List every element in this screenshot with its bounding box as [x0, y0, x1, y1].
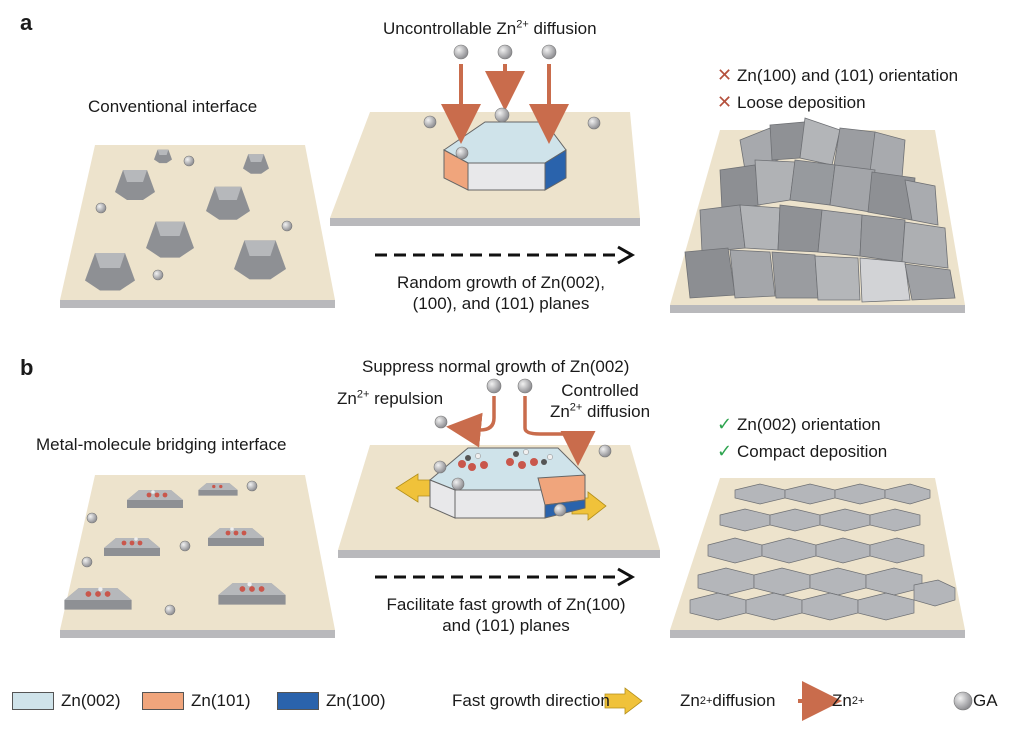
process-arrow-a: [375, 245, 636, 265]
hexagonal-crystal-b: [429, 447, 586, 519]
panel-label-b: b: [20, 355, 34, 380]
compact-zn-platelets: [689, 483, 956, 621]
fast-growth-caption: Facilitate fast growth of Zn(100) and (1…: [386, 595, 626, 635]
result-item: ✓Compact deposition: [717, 441, 888, 461]
uncontrollable-diffusion-text: Uncontrollable Zn2+ diffusion: [383, 18, 597, 38]
legend-zn100: Zn(100): [277, 690, 386, 712]
process-arrow-b: [375, 567, 636, 587]
diffusion-arrows-b: [446, 396, 596, 466]
zn-ions-conventional: [95, 155, 293, 281]
zn-ions-bridging: [81, 480, 258, 616]
zn-crystals-conventional: [85, 149, 286, 291]
legend-graphics: [604, 681, 973, 721]
check-icon: ✓: [717, 441, 733, 461]
random-growth-caption: Random growth of Zn(002), (100), and (10…: [397, 273, 605, 313]
zn-crystals-bridging: [64, 483, 286, 610]
suppress-growth-text: Suppress normal growth of Zn(002): [362, 357, 630, 376]
controlled-diffusion-text: Controlled Zn2+ diffusion: [549, 381, 651, 421]
ga-molecules-on-crystal: [458, 449, 553, 471]
result-item: ✓Zn(002) orientation: [717, 414, 881, 434]
substrate-bridging: [60, 475, 335, 638]
panel-label-a: a: [20, 10, 33, 35]
zn101-swatch: [142, 692, 184, 710]
cross-icon: ✕: [717, 92, 733, 112]
zn002-swatch: [12, 692, 54, 710]
result-item: ✕Loose deposition: [717, 92, 866, 112]
diffusion-arrows-a: [441, 64, 569, 144]
result-list-a: ✕Zn(100) and (101) orientation ✕Loose de…: [717, 65, 958, 113]
zn100-swatch: [277, 692, 319, 710]
zn-ions-middle-b: [433, 378, 612, 517]
result-list-b: ✓Zn(002) orientation ✓Compact deposition: [717, 414, 887, 462]
legend-ga: GA: [973, 691, 998, 710]
check-icon: ✓: [717, 414, 733, 434]
legend-zn002: Zn(002): [12, 690, 121, 712]
conventional-interface-title: Conventional interface: [88, 97, 258, 116]
bridging-interface-title: Metal-molecule bridging interface: [36, 435, 287, 454]
legend-zn101: Zn(101): [142, 690, 251, 712]
result-item: ✕Zn(100) and (101) orientation: [717, 65, 959, 85]
loose-zn-flakes: [684, 117, 956, 303]
repulsion-text: Zn2+ repulsion: [337, 388, 444, 408]
legend-fast-growth: Fast growth direction: [452, 691, 610, 710]
cross-icon: ✕: [717, 65, 733, 85]
zn-ions-middle-a: [423, 44, 601, 160]
